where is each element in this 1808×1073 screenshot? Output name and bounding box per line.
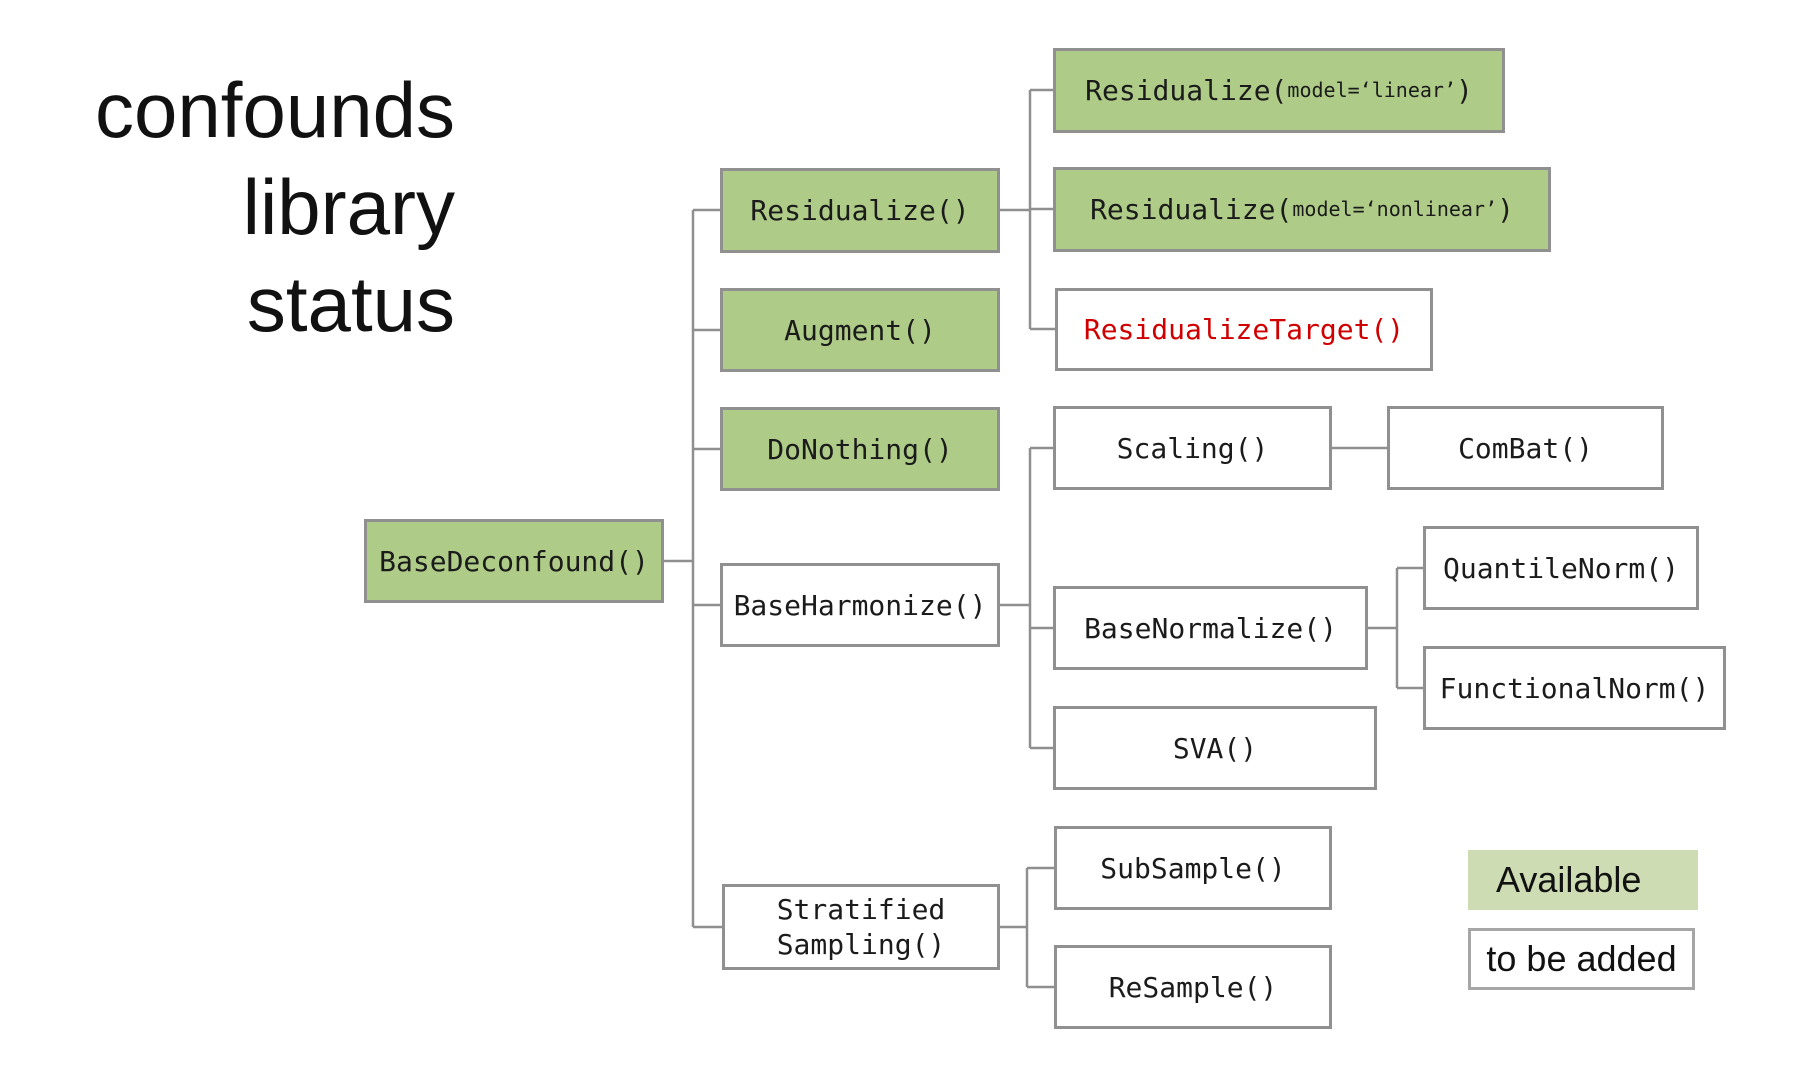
connector-normalize-branch	[1368, 566, 1423, 690]
node-functional-norm: FunctionalNorm()	[1423, 646, 1726, 730]
connector-stratified-branch	[1000, 866, 1054, 989]
title-line-3: status	[246, 260, 455, 348]
node-residualize: Residualize()	[720, 168, 1000, 253]
node-stratified-sampling: Stratified Sampling()	[722, 884, 1000, 970]
node-label-suffix: )	[1497, 193, 1514, 226]
node-residualize-target: ResidualizeTarget()	[1055, 288, 1433, 371]
node-label-param: model=‘nonlinear’	[1292, 197, 1498, 221]
connector-harmonize-branch	[1000, 446, 1053, 750]
node-sva: SVA()	[1053, 706, 1377, 790]
title-line-2: library	[242, 163, 455, 251]
legend-available-label: Available	[1496, 859, 1642, 900]
node-re-sample: ReSample()	[1054, 945, 1332, 1029]
connector-residualize-branch	[1000, 88, 1055, 331]
node-label-prefix: Residualize(	[1085, 74, 1288, 107]
node-base-normalize: BaseNormalize()	[1053, 586, 1368, 670]
node-base-deconfound: BaseDeconfound()	[364, 519, 664, 603]
node-label-param: model=‘linear’	[1287, 78, 1456, 102]
node-base-harmonize: BaseHarmonize()	[720, 563, 1000, 647]
legend-available-swatch: Available	[1468, 850, 1698, 910]
node-label-suffix: )	[1456, 74, 1473, 107]
node-quantile-norm: QuantileNorm()	[1423, 526, 1699, 610]
node-sub-sample: SubSample()	[1054, 826, 1332, 910]
node-do-nothing: DoNothing()	[720, 407, 1000, 491]
slide-title: confounds library status	[30, 62, 455, 353]
title-line-1: confounds	[95, 66, 455, 154]
legend-to-be-added-label: to be added	[1486, 938, 1677, 979]
node-residualize-model-linear: Residualize(model=‘linear’)	[1053, 48, 1505, 133]
node-augment: Augment()	[720, 288, 1000, 372]
legend-to-be-added-swatch: to be added	[1468, 928, 1695, 990]
node-combat: ComBat()	[1387, 406, 1664, 490]
node-label-prefix: Residualize(	[1090, 193, 1293, 226]
node-scaling: Scaling()	[1053, 406, 1332, 490]
node-residualize-model-nonlinear: Residualize(model=‘nonlinear’)	[1053, 167, 1551, 252]
